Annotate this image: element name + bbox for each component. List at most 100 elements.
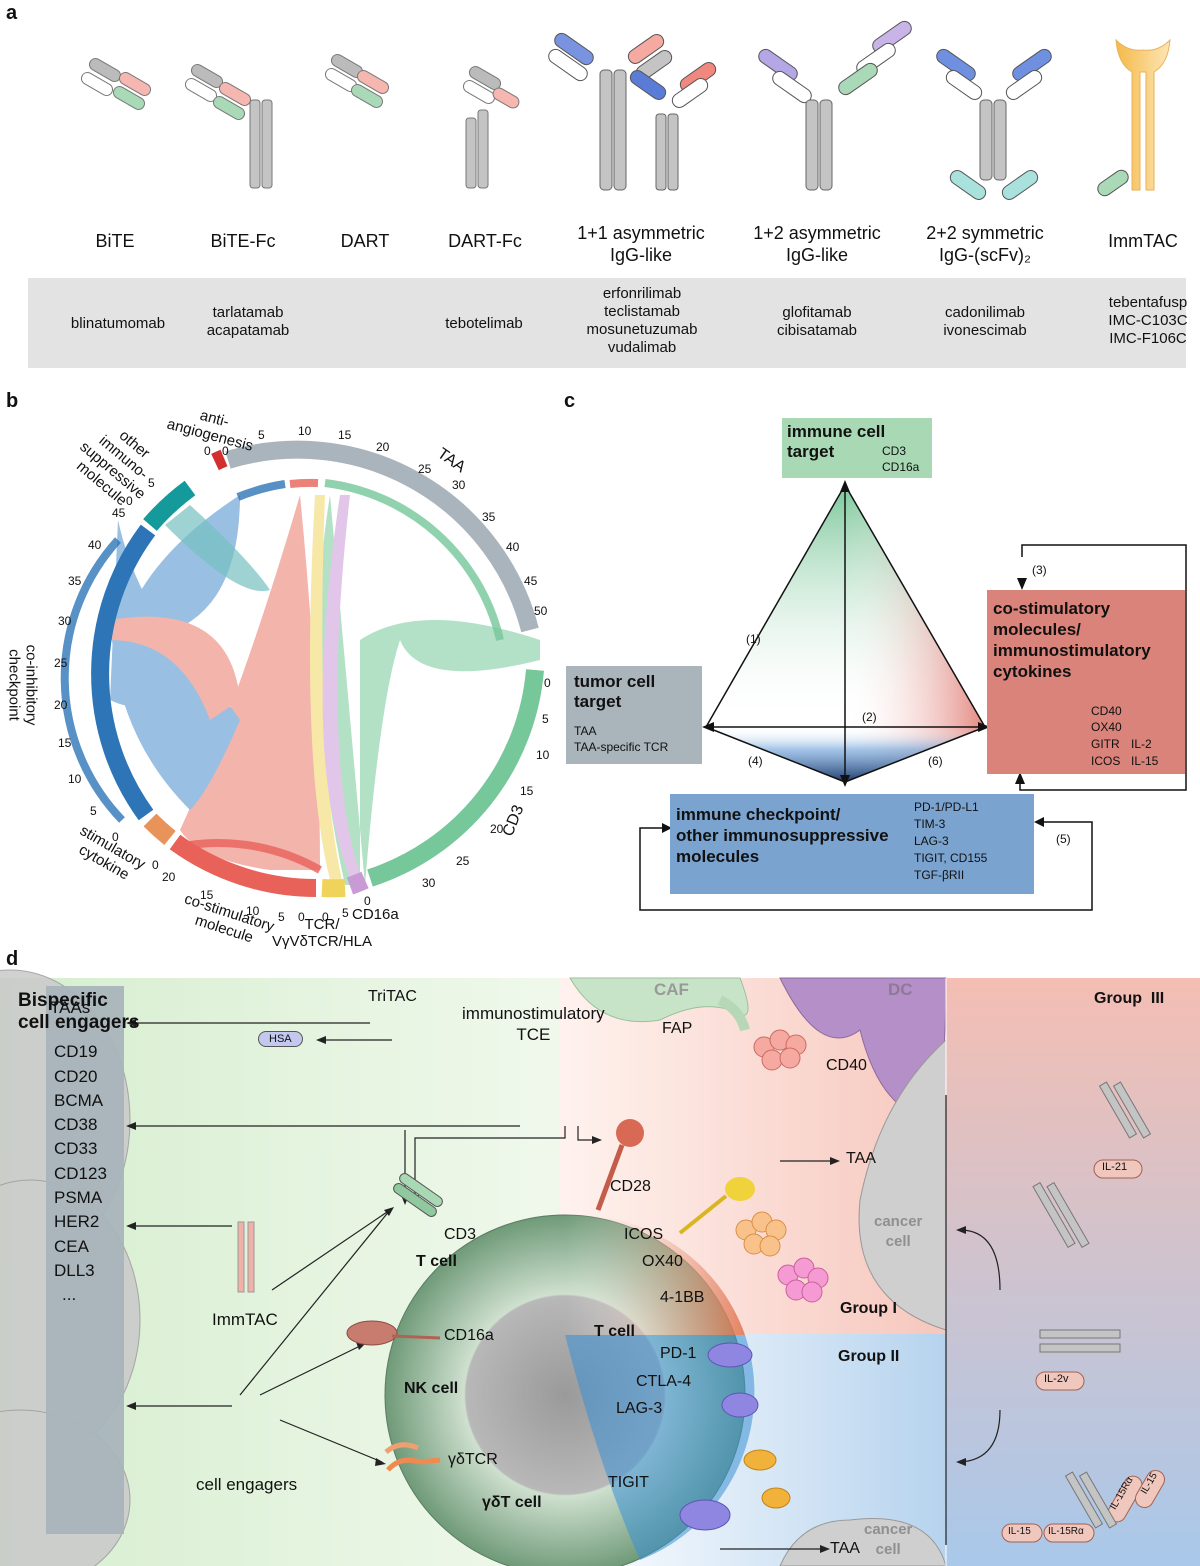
- dart-drawing: [324, 54, 390, 108]
- tick-cd3-5: 5: [542, 712, 549, 726]
- label-hsa: HSA: [258, 1031, 303, 1047]
- drug-immtac: tebentafusp IMC-C103C IMC-F106C: [1108, 294, 1188, 347]
- label-gd-tcr: γδTCR: [448, 1451, 498, 1468]
- costim-icos: ICOS: [1091, 754, 1121, 768]
- checkpoint-tim3: TIM-3: [914, 817, 946, 831]
- label-tritac: TriTAC: [368, 988, 417, 1005]
- costim-il2: IL-2: [1131, 737, 1152, 751]
- tick-taa-10: 10: [298, 424, 312, 438]
- label-cd40: CD40: [826, 1057, 867, 1074]
- edge-label-6: (6): [928, 754, 943, 768]
- box-checkpoint: immune checkpoint/ other immunosuppressi…: [670, 794, 1034, 894]
- label-il15ra-a: IL-15Rα: [1048, 1526, 1084, 1537]
- label-4-1bb: 4-1BB: [660, 1289, 705, 1306]
- panel-c-diagram: [639, 480, 1187, 911]
- edge-label-4: (4): [748, 754, 763, 768]
- taa-list-item: CD38: [54, 1115, 98, 1135]
- tick-taa-25: 25: [418, 462, 432, 476]
- checkpoint-pd1: PD-1/PD-L1: [914, 800, 979, 814]
- tick-tcr-0: 0: [322, 910, 329, 924]
- label-ctla4: CTLA-4: [636, 1373, 692, 1390]
- panel-letter-b: b: [6, 390, 19, 412]
- tick-cd3-10: 10: [536, 748, 550, 762]
- checkpoint-tigit: TIGIT, CD155: [914, 851, 988, 865]
- label-cd28: CD28: [610, 1178, 651, 1195]
- chord-diagram: [60, 440, 544, 898]
- tick-costim-20: 20: [162, 870, 176, 884]
- taa-list-item: HER2: [54, 1212, 100, 1232]
- label-cell-engagers: cell engagers: [196, 1475, 298, 1494]
- tick-taa-30: 30: [452, 478, 466, 492]
- label-group-3: Group III: [1094, 990, 1165, 1007]
- tick-coinhib-20: 20: [54, 698, 68, 712]
- tick-tcr-5: 5: [342, 906, 349, 920]
- taa-list-item: DLL3: [54, 1260, 95, 1280]
- label-il2v: IL-2v: [1044, 1373, 1069, 1385]
- panel-d-illustration: [0, 969, 1200, 1566]
- dart-fc-drawing: [462, 66, 520, 189]
- box-costim: co-stimulatory molecules/ immunostimulat…: [987, 590, 1185, 774]
- drug-bite: blinatumomab: [70, 315, 166, 332]
- label-fap: FAP: [662, 1020, 693, 1037]
- checkpoint-lag3: LAG-3: [914, 834, 949, 848]
- format-name-dart: DART: [340, 231, 390, 251]
- label-cd16a: CD16a: [444, 1327, 494, 1344]
- panel-letter-a: a: [6, 2, 18, 24]
- format-name-bite: BiTE: [95, 231, 135, 251]
- drug-bite-fc: tarlatamab acapatamab: [206, 304, 290, 339]
- tick-coinhib-25: 25: [54, 656, 68, 670]
- tick-costim-0: 0: [298, 910, 305, 924]
- label-taa-2: TAA: [830, 1540, 860, 1557]
- label-cancer-cell-2: cancer cell: [864, 1521, 913, 1558]
- format-name-asym-1-1: 1+1 asymmetric IgG-like: [577, 223, 705, 265]
- tick-coinhib-30: 30: [58, 614, 72, 628]
- label-dc: DC: [888, 980, 913, 999]
- label-immunostim-tce: immunostimulatory TCE: [462, 1004, 605, 1044]
- edge-label-1: (1): [746, 632, 761, 646]
- taa-list-item: CD123: [54, 1163, 107, 1183]
- taa-list-item: CEA: [54, 1236, 89, 1256]
- label-il15-a: IL-15: [1008, 1526, 1031, 1537]
- tick-cytokine-0: 0: [152, 858, 159, 872]
- drug-asym-1-1: erfonrilimab teclistamab mosunetuzumab v…: [586, 285, 698, 356]
- taa-list: TAAs CD19 CD20 BCMA CD38 CD33 CD123 PSMA…: [46, 996, 124, 1308]
- tick-cd3-0: 0: [544, 676, 551, 690]
- molecule-drawings: [237, 995, 829, 1531]
- taa-list-item: CD19: [54, 1042, 98, 1062]
- tick-other-0: 0: [126, 494, 133, 508]
- label-pd1: PD-1: [660, 1345, 697, 1362]
- label-immtac: ImmTAC: [212, 1310, 278, 1329]
- label-gd-t-cell: γδT cell: [482, 1494, 542, 1511]
- label-group-2: Group II: [838, 1348, 900, 1365]
- immune-cell-target-title: immune cell target: [787, 422, 886, 461]
- tick-antiang-0: 0: [204, 444, 211, 458]
- tick-taa-0: 0: [222, 444, 229, 458]
- costim-title: co-stimulatory molecules/ immunostimulat…: [993, 599, 1151, 681]
- drug-asym-1-2: glofitamab cibisatamab: [776, 304, 858, 339]
- tick-cd3-15: 15: [520, 784, 534, 798]
- label-caf: CAF: [654, 980, 689, 999]
- tick-coinhib-0: 0: [112, 830, 119, 844]
- checkpoint-tgf: TGF-βRII: [914, 868, 965, 882]
- costim-ox40: OX40: [1091, 720, 1122, 734]
- tick-coinhib-40: 40: [88, 538, 102, 552]
- tumor-target-taa: TAA: [574, 724, 597, 738]
- edge-label-2: (2): [862, 710, 877, 724]
- box-immune-cell-target: immune cell target CD3 CD16a: [782, 418, 932, 478]
- tumor-target-tcr: TAA-specific TCR: [574, 740, 669, 754]
- drug-dart-fc: tebotelimab: [445, 315, 523, 332]
- drug-sym-2-2: cadonilimab ivonescimab: [943, 304, 1027, 339]
- tick-coinhib-5: 5: [90, 804, 97, 818]
- panel-letter-c: c: [564, 390, 576, 412]
- bite-fc-drawing: [184, 64, 273, 189]
- label-ox40: OX40: [642, 1253, 683, 1270]
- label-icos: ICOS: [624, 1226, 664, 1243]
- panel-letter-d: d: [6, 948, 19, 970]
- label-taa-1: TAA: [846, 1150, 876, 1167]
- tick-taa-15: 15: [338, 428, 352, 442]
- taa-list-item: CD33: [54, 1139, 98, 1159]
- tick-taa-50: 50: [534, 604, 548, 618]
- tick-taa-40: 40: [506, 540, 520, 554]
- label-group-1: Group I: [840, 1300, 897, 1317]
- format-name-bite-fc: BiTE-Fc: [210, 231, 276, 251]
